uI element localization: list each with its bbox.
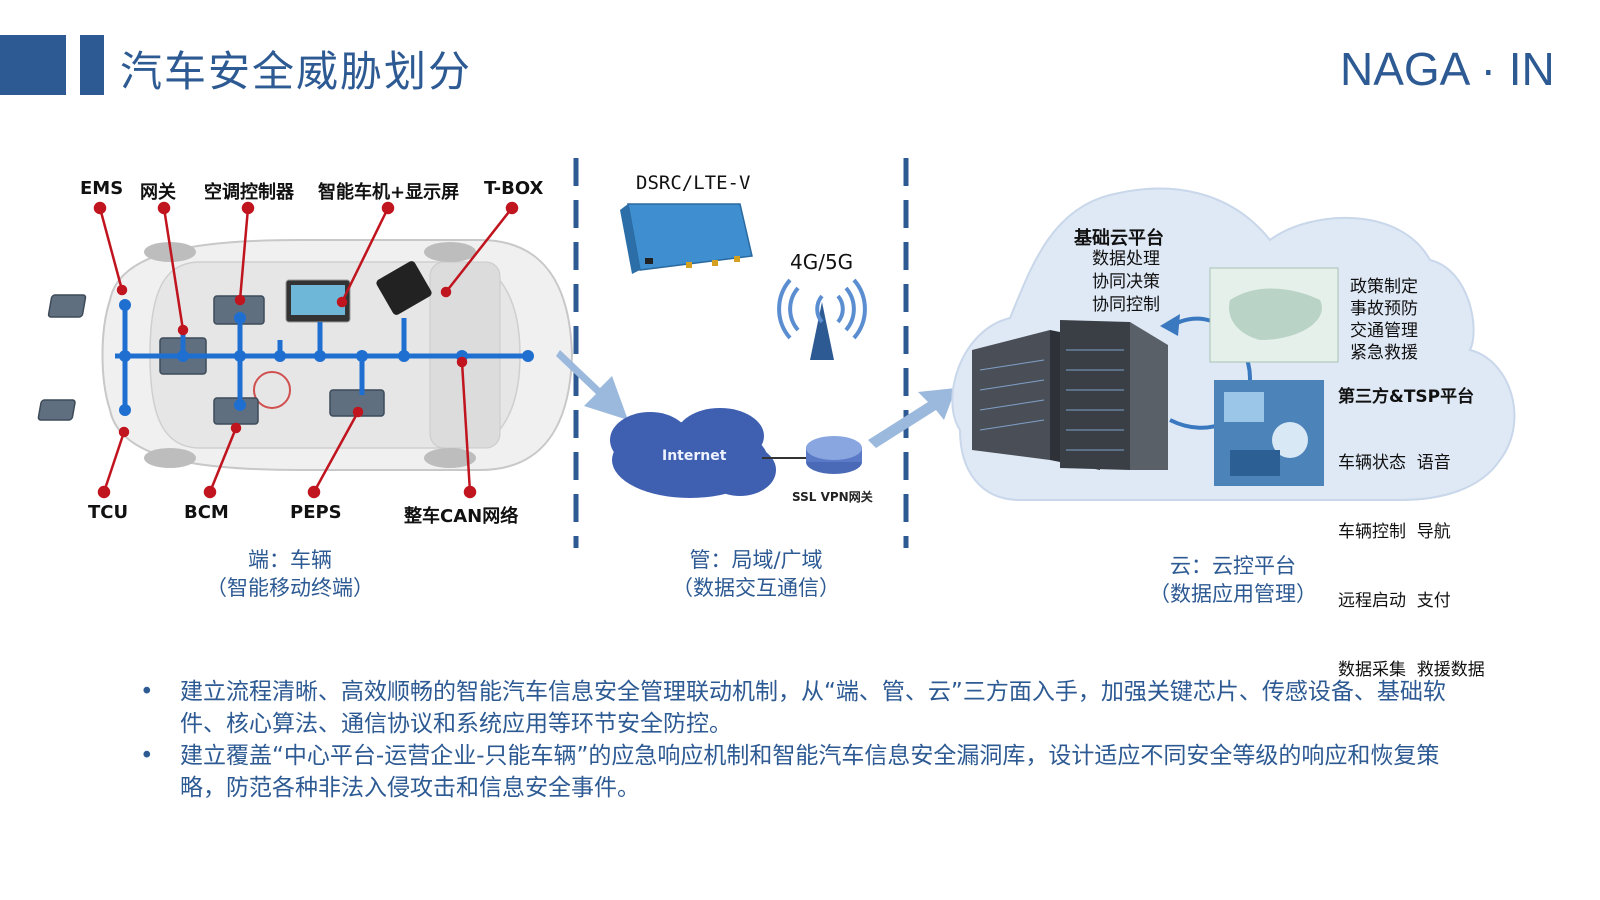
base-item: 协同决策 <box>1092 272 1160 292</box>
label-ac-controller: 空调控制器 <box>204 182 294 203</box>
bullet-list: • 建立流程清晰、高效顺畅的智能汽车信息安全管理联动机制，从“端、管、云”三方面… <box>140 676 1460 804</box>
pipe-caption: 管：局域/广域 （数据交互通信） <box>654 546 858 602</box>
arrow-to-internet <box>556 350 628 420</box>
wireless-icon <box>777 278 867 360</box>
label-tbox: T-BOX <box>484 178 544 199</box>
pipe-caption-line2: （数据交互通信） <box>672 576 840 600</box>
pin-lines <box>93 201 519 499</box>
base-item: 数据处理 <box>1092 249 1160 269</box>
tsp-item: 远程启动 支付 <box>1338 591 1451 611</box>
brand-logo-text: NAGA · IN <box>1340 43 1555 95</box>
vehicle-caption-line2: （智能移动终端） <box>206 576 374 600</box>
bullet-item: • 建立流程清晰、高效顺畅的智能汽车信息安全管理联动机制，从“端、管、云”三方面… <box>140 676 1460 740</box>
label-bcm: BCM <box>184 502 229 523</box>
header-block-large <box>0 35 66 95</box>
bullet-dot: • <box>140 743 154 769</box>
label-gateway: 网关 <box>140 182 176 203</box>
bullet-item: • 建立覆盖“中心平台-运营企业-只能车辆”的应急响应机制和智能汽车信息安全漏洞… <box>140 740 1460 804</box>
policy-item: 政策制定 <box>1350 277 1418 297</box>
policy-item: 交通管理 <box>1350 321 1418 341</box>
page-title: 汽车安全威胁划分 <box>120 47 473 96</box>
label-infotainment: 智能车机+显示屏 <box>318 182 460 203</box>
tsp-title: 第三方&TSP平台 <box>1338 387 1475 407</box>
policy-items: 政策制定 事故预防 交通管理 紧急救援 <box>1350 276 1418 364</box>
header-block-small <box>80 35 104 95</box>
label-ems: EMS <box>80 178 124 199</box>
server-rack-illustration <box>972 320 1168 470</box>
bullet-text: 建立覆盖“中心平台-运营企业-只能车辆”的应急响应机制和智能汽车信息安全漏洞库，… <box>180 743 1440 801</box>
vpn-router-icon <box>806 436 862 474</box>
dsrc-label: DSRC/LTE-V <box>636 172 751 194</box>
ems-module <box>47 294 87 318</box>
tsp-image-panel <box>1214 380 1324 486</box>
vehicle-caption-line1: 端：车辆 <box>248 548 332 572</box>
policy-item: 紧急救援 <box>1350 343 1418 363</box>
arrow-to-cloud <box>868 388 956 448</box>
vpn-label: SSL VPN网关 <box>792 490 873 504</box>
internet-cloud <box>610 408 776 498</box>
label-tcu: TCU <box>88 502 129 523</box>
policy-map-panel <box>1209 267 1339 363</box>
base-cloud-items: 数据处理 协同决策 协同控制 <box>1092 248 1160 317</box>
base-cloud-title: 基础云平台 <box>1074 228 1164 249</box>
base-item: 协同控制 <box>1092 295 1160 315</box>
tbox-module <box>376 261 432 315</box>
tsp-items: 车辆状态 语音 车辆控制 导航 远程启动 支付 数据采集 救援数据 <box>1338 406 1485 705</box>
pipe-caption-line1: 管：局域/广域 <box>689 548 823 572</box>
dsrc-device <box>620 203 753 274</box>
bullet-dot: • <box>140 679 154 705</box>
cloud-caption-line1: 云：云控平台 <box>1170 554 1296 578</box>
tsp-item: 车辆控制 导航 <box>1338 522 1451 542</box>
bullet-text: 建立流程清晰、高效顺畅的智能汽车信息安全管理联动机制，从“端、管、云”三方面入手… <box>180 679 1446 737</box>
tsp-item: 车辆状态 语音 <box>1338 453 1451 473</box>
cloud-caption-line2: （数据应用管理） <box>1149 582 1317 606</box>
tcu-module <box>37 399 76 421</box>
label-peps: PEPS <box>290 502 342 523</box>
tsp-item: 数据采集 救援数据 <box>1338 660 1485 680</box>
internet-label: Internet <box>662 448 727 464</box>
vehicle-caption: 端：车辆 （智能移动终端） <box>190 546 390 602</box>
policy-item: 事故预防 <box>1350 299 1418 319</box>
cloud-caption: 云：云控平台 （数据应用管理） <box>1130 552 1336 608</box>
wireless-label: 4G/5G <box>790 250 854 274</box>
label-can-network: 整车CAN网络 <box>404 506 519 527</box>
cycle-arrow-icon <box>1160 314 1253 430</box>
